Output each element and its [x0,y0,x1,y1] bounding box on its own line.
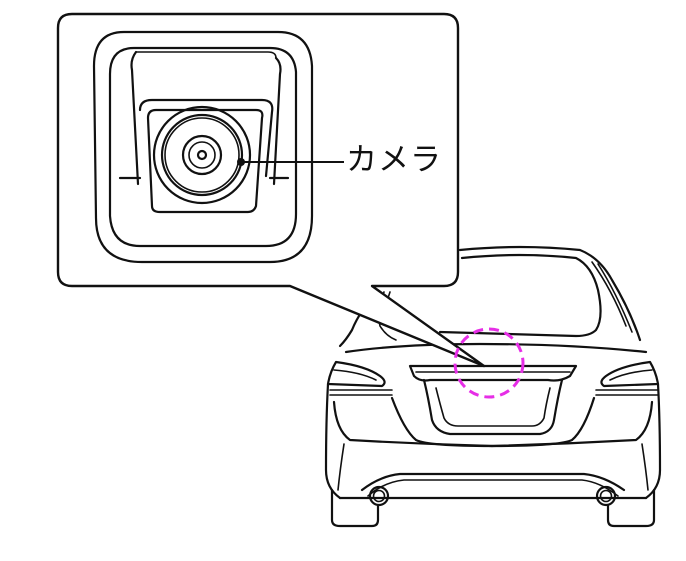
camera-location-highlight [453,327,525,399]
camera-closeup [92,30,314,264]
callout-bubble [56,12,486,368]
camera-label: カメラ [346,142,442,178]
camera-leader-line [237,158,344,166]
